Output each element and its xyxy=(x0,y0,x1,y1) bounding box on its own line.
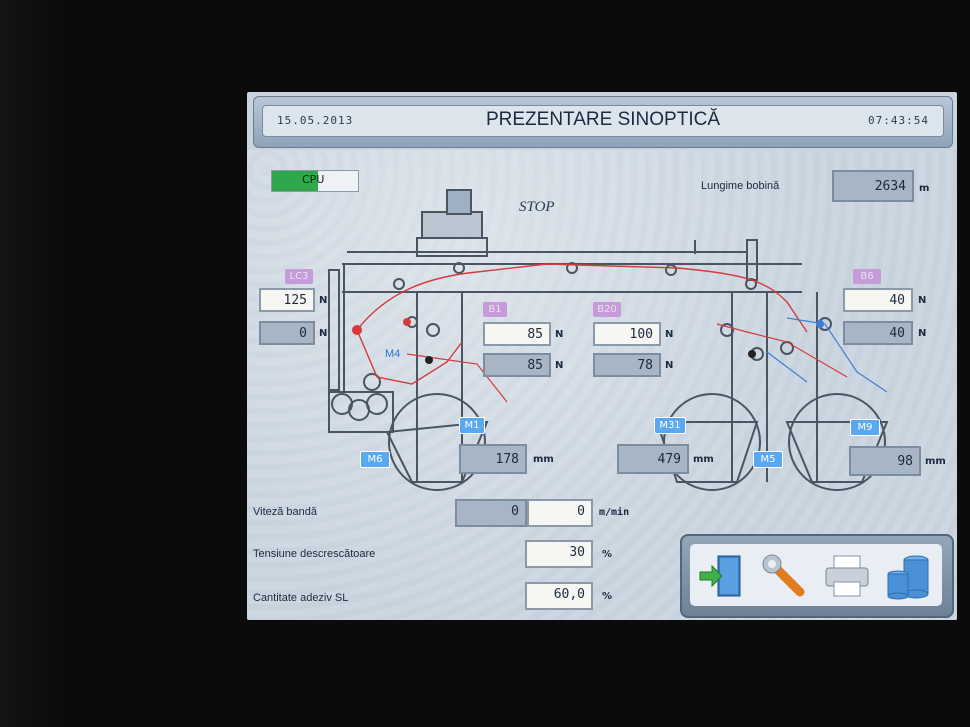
cpu-status-indicator: CPU xyxy=(271,170,359,192)
tag-m9: M9 xyxy=(850,419,880,436)
database-icon[interactable] xyxy=(882,550,936,602)
tag-b1: B1 xyxy=(483,302,507,317)
tag-m1: M1 xyxy=(459,417,485,434)
b6-set-field[interactable]: 40 xyxy=(843,288,913,312)
b6-actual-unit: N xyxy=(918,328,927,339)
b1-actual-value: 85 xyxy=(483,353,551,377)
speed-set-field[interactable]: 0 xyxy=(527,499,593,527)
b20-actual-unit: N xyxy=(665,360,674,371)
cpu-led xyxy=(272,171,318,191)
b20-set-unit: N xyxy=(665,329,674,340)
coil-length-unit: m xyxy=(919,183,930,194)
title-bar-inner: 15.05.2013 PREZENTARE SINOPTICĂ 07:43:54 xyxy=(262,105,944,137)
tag-m6: M6 xyxy=(360,451,390,468)
lc3-set-field[interactable]: 125 xyxy=(259,288,315,312)
tool-panel-inner xyxy=(690,544,942,606)
adhesive-field[interactable]: 60,0 xyxy=(525,582,593,610)
unwinder-tension-field[interactable]: 30 xyxy=(525,540,593,568)
title-bar: 15.05.2013 PREZENTARE SINOPTICĂ 07:43:54 xyxy=(253,96,953,148)
time-display: 07:43:54 xyxy=(868,114,929,127)
b1-set-unit: N xyxy=(555,329,564,340)
coil-length-label: Lungime bobină xyxy=(701,180,780,192)
hmi-screen: 15.05.2013 PREZENTARE SINOPTICĂ 07:43:54… xyxy=(247,92,957,620)
b20-actual-value: 78 xyxy=(593,353,661,377)
b6-set-unit: N xyxy=(918,295,927,306)
m31-diameter-unit: mm xyxy=(693,454,714,465)
unwinder-tension-unit: % xyxy=(602,549,613,560)
unwinder-tension-label: Tensiune descrescătoare xyxy=(253,548,376,560)
m1-diameter-value: 178 xyxy=(459,444,527,474)
m9-diameter-value: 98 xyxy=(849,446,921,476)
adhesive-label: Cantitate adeziv SL xyxy=(253,592,349,604)
speed-unit: m/min xyxy=(599,507,630,518)
b20-set-field[interactable]: 100 xyxy=(593,322,661,346)
printer-icon[interactable] xyxy=(820,550,874,602)
speed-actual-value: 0 xyxy=(455,499,527,527)
tag-b20: B20 xyxy=(593,302,621,317)
tag-m5: M5 xyxy=(753,451,783,468)
machine-diagram xyxy=(328,189,889,491)
wrench-icon[interactable] xyxy=(758,550,812,602)
tag-m31: M31 xyxy=(654,417,686,434)
cpu-label: CPU xyxy=(302,173,325,186)
exit-door-icon[interactable] xyxy=(696,550,750,602)
tool-panel xyxy=(680,534,954,618)
tag-b6: B6 xyxy=(853,269,881,284)
m1-diameter-unit: mm xyxy=(533,454,554,465)
adhesive-unit: % xyxy=(602,591,613,602)
b6-actual-value: 40 xyxy=(843,321,913,345)
coil-length-value: 2634 xyxy=(832,170,914,202)
tag-lc3: LC3 xyxy=(285,269,313,284)
monitor-bezel xyxy=(0,0,60,727)
speed-label: Viteză bandă xyxy=(253,506,318,518)
tag-m4: M4 xyxy=(385,348,401,360)
lc3-set-unit: N xyxy=(319,295,328,306)
page-title: PREZENTARE SINOPTICĂ xyxy=(485,109,720,130)
date-display: 15.05.2013 xyxy=(277,114,354,127)
m31-diameter-value: 479 xyxy=(617,444,689,474)
b1-actual-unit: N xyxy=(555,360,564,371)
lc3-actual-value: 0 xyxy=(259,321,315,345)
machine-state: STOP xyxy=(519,199,555,215)
lc3-actual-unit: N xyxy=(319,328,328,339)
b1-set-field[interactable]: 85 xyxy=(483,322,551,346)
m9-diameter-unit: mm xyxy=(925,456,946,467)
